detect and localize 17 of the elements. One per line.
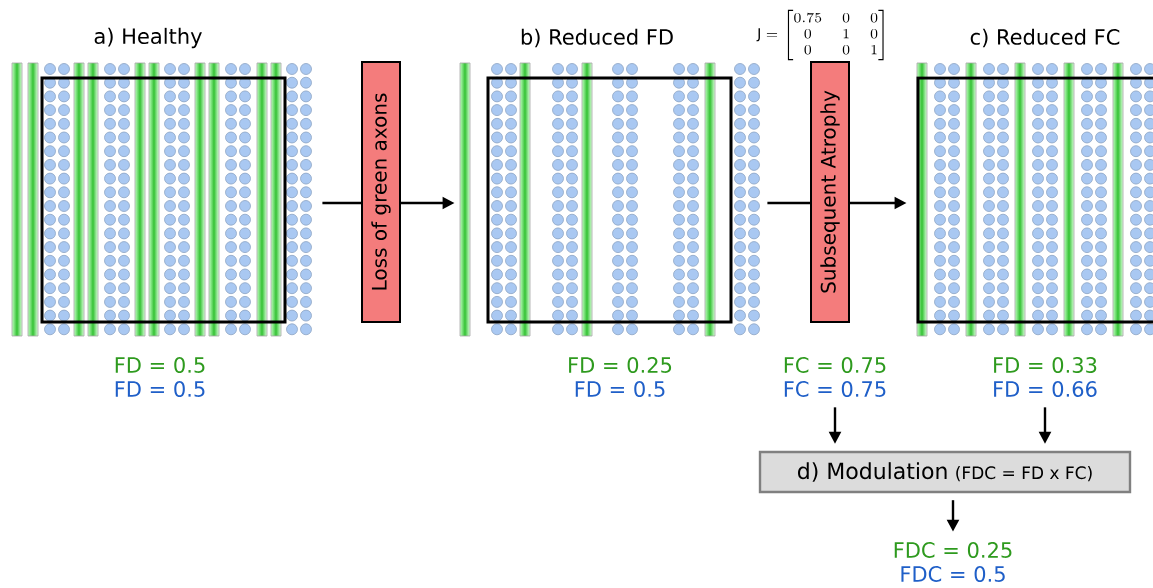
value-label: FD = 0.5 xyxy=(575,381,665,397)
value-label: FD = 0.66 xyxy=(994,381,1097,397)
panel-heading: c) Reduced FC xyxy=(970,28,1120,48)
matrix-formula: $\mathrm{J} = \begin{bmatrix}0.75 & 0 & 0\\ 0 & 1 & 0\\ 0 & 0 & 1\end{bmatrix}$ xyxy=(756,9,884,61)
process-box: Loss of green axons xyxy=(361,61,401,323)
value-label: FD = 0.25 xyxy=(569,357,672,373)
value-label: FD = 0.5 xyxy=(115,381,205,397)
panel-heading: b) Reduced FD xyxy=(521,28,673,48)
panel-heading: a) Healthy xyxy=(94,27,202,49)
value-label: FC = 0.75 xyxy=(784,381,886,397)
value-label: FDC = 0.25 xyxy=(894,542,1012,558)
value-label: FDC = 0.5 xyxy=(901,566,1005,582)
process-box: d) Modulation (FDC = FD x FC) xyxy=(758,450,1132,494)
process-box: Subsequent Atrophy xyxy=(810,61,850,323)
value-label: FD = 0.33 xyxy=(994,357,1097,373)
value-label: FC = 0.75 xyxy=(784,357,886,373)
value-label: FD = 0.5 xyxy=(115,357,205,373)
